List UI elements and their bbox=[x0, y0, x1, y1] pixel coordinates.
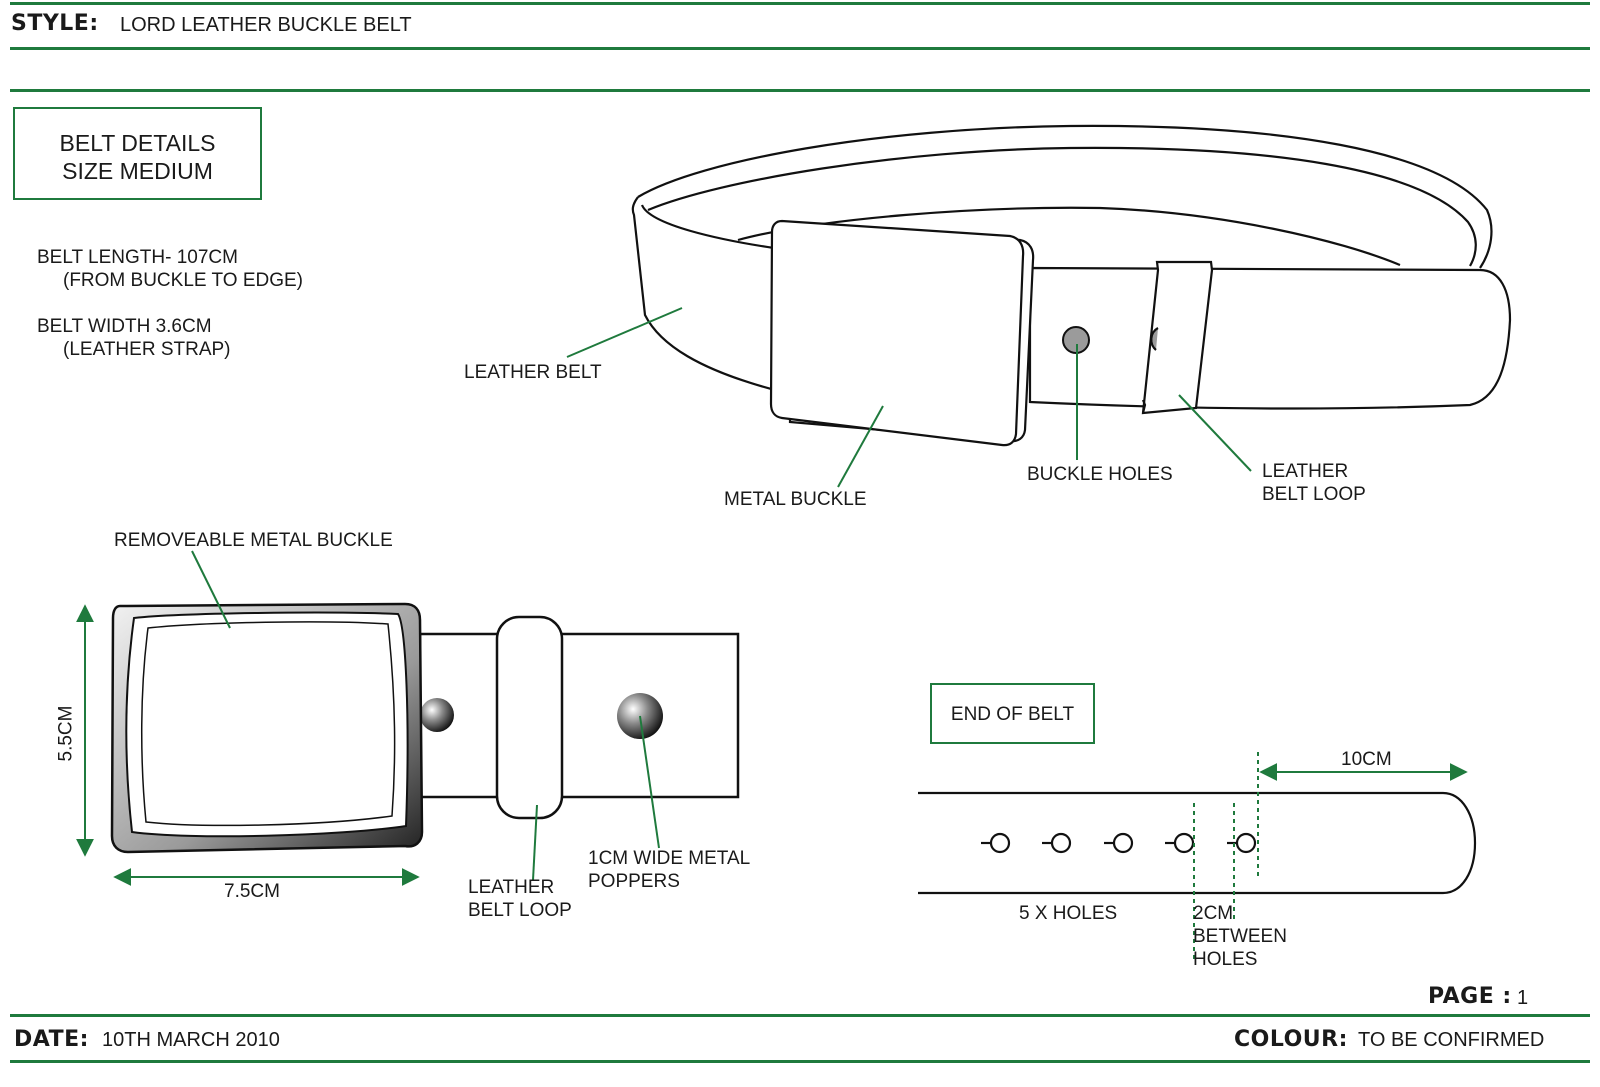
belt-end-outline bbox=[918, 791, 1477, 895]
header-bottom-rule bbox=[10, 47, 1590, 50]
label-five-holes: 5 X HOLES bbox=[1019, 903, 1118, 924]
label-spacing-3: HOLES bbox=[1193, 949, 1258, 970]
style-value: LORD LEATHER BUCKLE BELT bbox=[120, 14, 412, 36]
belt-back-outer-edge bbox=[637, 124, 1493, 269]
end-holes bbox=[981, 832, 1257, 854]
detail-strap bbox=[418, 632, 740, 799]
perspective-belt bbox=[631, 124, 1512, 447]
belt-width-note: (LEATHER STRAP) bbox=[63, 339, 231, 360]
footer-top-rule bbox=[10, 1014, 1590, 1017]
label-metal-buckle: METAL BUCKLE bbox=[724, 489, 867, 510]
belt-details-size: SIZE MEDIUM bbox=[62, 158, 213, 184]
label-end-length: 10CM bbox=[1341, 749, 1392, 770]
label-buckle-holes: BUCKLE HOLES bbox=[1027, 464, 1173, 485]
end-hole-5 bbox=[1235, 832, 1257, 854]
buckle-hole-2 bbox=[1150, 327, 1159, 351]
detail-belt-loop bbox=[495, 615, 564, 820]
end-hole-3 bbox=[1112, 832, 1134, 854]
page-key: PAGE : bbox=[1428, 984, 1512, 1009]
page-number: 1 bbox=[1517, 987, 1529, 1009]
label-buckle-width: 7.5CM bbox=[224, 881, 280, 902]
end-of-belt-box bbox=[930, 683, 1095, 744]
belt-length-note: (FROM BUCKLE TO EDGE) bbox=[63, 270, 303, 291]
leader-removeable-buckle bbox=[191, 550, 231, 629]
hidden-popper bbox=[420, 698, 454, 732]
buckle-detail bbox=[110, 602, 740, 854]
belt-details-title: BELT DETAILS bbox=[59, 130, 216, 156]
buckle-inner-rim bbox=[140, 621, 396, 827]
belt-left-inner-line bbox=[640, 204, 775, 250]
end-hole-2 bbox=[1050, 832, 1072, 854]
belt-inner-back-band bbox=[737, 206, 1401, 267]
date-value: 10TH MARCH 2010 bbox=[102, 1029, 280, 1051]
leader-leather-belt bbox=[566, 307, 683, 358]
belt-length-spec: BELT LENGTH- 107CM bbox=[37, 247, 238, 268]
belt-width-spec: BELT WIDTH 3.6CM bbox=[37, 316, 212, 337]
header-second-rule bbox=[10, 89, 1590, 92]
leader-poppers bbox=[639, 715, 660, 849]
belt-back-inner-edge bbox=[647, 146, 1477, 267]
end-hole-4 bbox=[1173, 832, 1195, 854]
belt-loop-bottom-edge bbox=[1141, 399, 1147, 414]
belt-end-drawing bbox=[918, 791, 1477, 895]
header-top-rule bbox=[10, 2, 1590, 5]
label-leather-loop-2: BELT LOOP bbox=[1262, 484, 1366, 505]
label-spacing-2: BETWEEN bbox=[1193, 926, 1287, 947]
label-poppers-1: 1CM WIDE METAL bbox=[588, 848, 751, 869]
label-leather-loop-1: LEATHER bbox=[1262, 461, 1349, 482]
label-removeable-buckle: REMOVEABLE METAL BUCKLE bbox=[114, 530, 393, 551]
leader-detail-loop bbox=[532, 804, 538, 881]
label-buckle-height: 5.5CM bbox=[55, 705, 77, 762]
footer-bottom-rule bbox=[10, 1060, 1590, 1063]
colour-value: TO BE CONFIRMED bbox=[1358, 1029, 1545, 1051]
end-hole-1 bbox=[989, 832, 1011, 854]
belt-right-strap bbox=[1028, 266, 1512, 410]
annotation-leaders bbox=[76, 307, 1468, 960]
style-key: STYLE: bbox=[11, 11, 99, 36]
leader-belt-loop bbox=[1178, 394, 1252, 472]
label-detail-loop-2: BELT LOOP bbox=[468, 900, 572, 921]
belt-loop-top bbox=[1141, 260, 1214, 415]
leader-metal-buckle bbox=[837, 405, 884, 488]
date-key: DATE: bbox=[14, 1027, 89, 1052]
label-detail-loop-1: LEATHER bbox=[468, 877, 555, 898]
label-poppers-2: POPPERS bbox=[588, 871, 680, 892]
buckle-front-plate bbox=[769, 219, 1025, 447]
label-leather-belt: LEATHER BELT bbox=[464, 362, 602, 383]
end-of-belt-title: END OF BELT bbox=[950, 704, 1075, 725]
label-spacing-1: 2CM bbox=[1193, 903, 1234, 924]
buckle-frame-inner bbox=[125, 611, 409, 838]
belt-details-box bbox=[13, 107, 262, 200]
colour-key: COLOUR: bbox=[1234, 1027, 1348, 1052]
belt-left-front bbox=[631, 196, 776, 392]
